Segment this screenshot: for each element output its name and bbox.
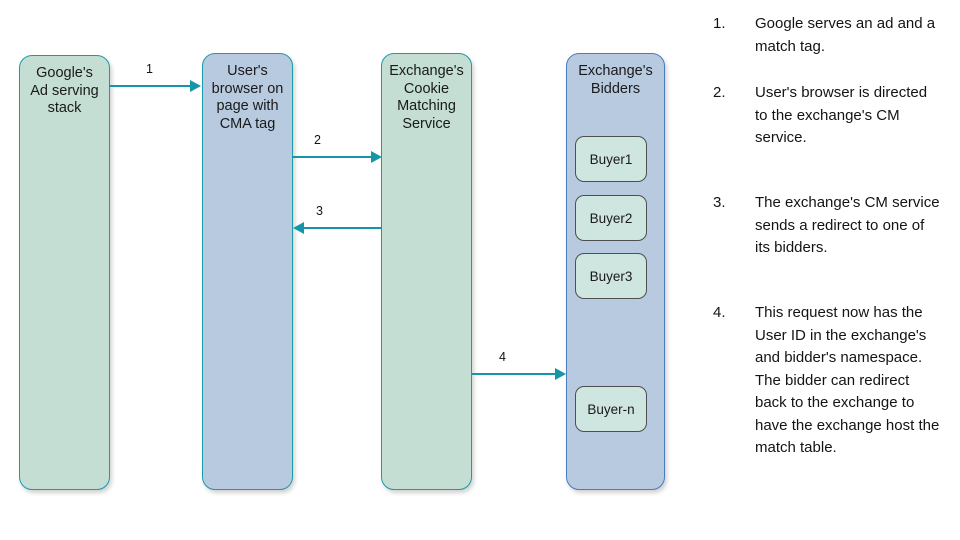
legend-item-2-text: User's browser is directed to the exchan… (755, 84, 928, 146)
legend-item-2-number: 2. (713, 84, 726, 101)
arrow-1-head-icon (190, 79, 201, 92)
legend-item-3-number: 3. (713, 194, 726, 211)
arrow-3-number: 3 (316, 204, 323, 218)
legend-item-4-text: This request now has the User ID in the … (755, 304, 940, 456)
arrow-3-head-icon (293, 221, 304, 234)
legend-item-4-number: 4. (713, 304, 726, 321)
legend-list: 1. Google serves an ad and a match tag. … (700, 0, 960, 540)
legend-item-1-number: 1. (713, 15, 726, 32)
arrow-4-head-icon (555, 367, 566, 380)
arrow-2-number: 2 (314, 133, 321, 147)
legend-item-1-text: Google serves an ad and a match tag. (755, 15, 936, 55)
buyer-box-2-label: Buyer2 (589, 210, 633, 226)
buyer-box-1: Buyer1 (575, 136, 647, 182)
legend-item-3-text: The exchange's CM service sends a redire… (755, 194, 940, 256)
legend-item-1: 1. Google serves an ad and a match tag. (713, 13, 940, 58)
arrow-1-number: 1 (146, 62, 153, 76)
arrow-1-line (109, 85, 190, 88)
buyer-box-n-label: Buyer-n (587, 401, 635, 417)
arrow-2-line (293, 156, 371, 159)
arrow-2-head-icon (371, 150, 382, 163)
buyer-box-3-label: Buyer3 (589, 268, 633, 284)
legend-item-3: 3. The exchange's CM service sends a red… (713, 192, 940, 260)
legend-item-4: 4. This request now has the User ID in t… (713, 302, 940, 460)
arrow-4-number: 4 (499, 350, 506, 364)
buyer-box-2: Buyer2 (575, 195, 647, 241)
legend-item-2: 2. User's browser is directed to the exc… (713, 82, 940, 150)
arrow-3-line (304, 227, 382, 230)
arrow-4-line (472, 373, 555, 376)
buyer-box-n: Buyer-n (575, 386, 647, 432)
buyer-box-3: Buyer3 (575, 253, 647, 299)
buyer-box-1-label: Buyer1 (589, 151, 633, 167)
